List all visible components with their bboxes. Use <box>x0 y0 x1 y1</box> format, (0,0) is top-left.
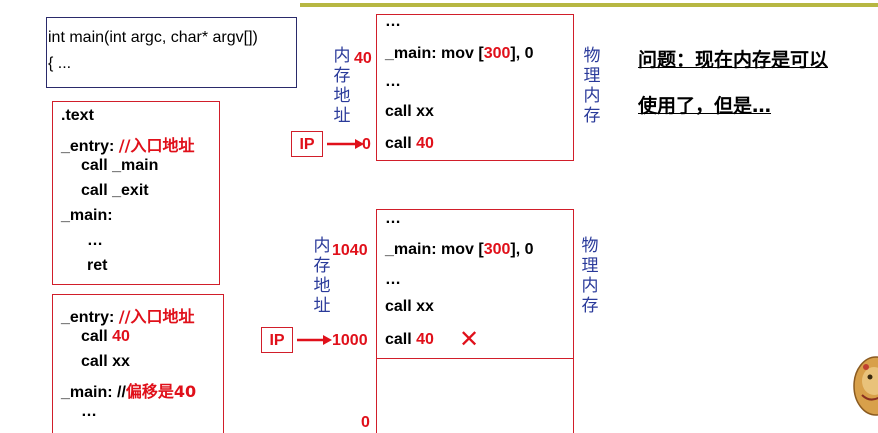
signature-line-1: int main(int argc, char* argv[]) <box>48 29 258 46</box>
memory-row: _main: mov [300], 0 <box>385 241 534 258</box>
cross-icon: ✕ <box>459 325 480 353</box>
question-line-2: 使用了，但是… <box>638 95 772 117</box>
code-line: ret <box>87 257 108 274</box>
code-box-text-section: .text _entry: //入口地址 call _main call _ex… <box>52 101 220 285</box>
code-box-entry-offset: _entry: //入口地址 call 40 call xx _main: //… <box>52 294 224 433</box>
code-line: call xx <box>81 353 130 370</box>
code-line: … <box>81 403 97 420</box>
ip-register: IP <box>291 131 323 157</box>
memory-row: call xx <box>385 298 434 315</box>
code-line: call _exit <box>81 182 149 199</box>
memory-address-label: 内存地址 <box>333 46 351 125</box>
code-line: … <box>87 232 103 249</box>
code-line: _entry: //入口地址 <box>61 307 195 326</box>
ip-arrow-icon <box>327 139 364 149</box>
physical-memory-block-2: … _main: mov [300], 0 … call xx call 40 … <box>376 209 574 433</box>
code-line: .text <box>61 107 94 124</box>
memory-row: … <box>385 13 401 30</box>
memory-row: _main: mov [300], 0 <box>385 45 534 62</box>
physical-memory-block-1: … _main: mov [300], 0 … call xx call 40 <box>376 13 574 161</box>
ip-arrow-icon <box>297 335 332 345</box>
address-0: 0 <box>362 136 371 153</box>
code-line: call 40 <box>81 328 130 345</box>
code-line: call _main <box>81 157 159 174</box>
memory-row: call xx <box>385 103 434 120</box>
memory-row: … <box>385 73 401 90</box>
main-signature-box: int main(int argc, char* argv[]) { ... <box>46 17 297 88</box>
code-line: _main: <box>61 207 113 224</box>
signature-line-2: { ... <box>48 55 72 72</box>
address-40: 40 <box>354 50 372 67</box>
physical-memory-label: 物理内存 <box>581 236 599 315</box>
address-1000: 1000 <box>332 332 368 349</box>
code-line: _entry: //入口地址 <box>61 136 195 155</box>
memory-row: call 40 <box>385 331 434 348</box>
memory-row: … <box>385 210 401 227</box>
memory-address-label: 内存地址 <box>313 236 331 315</box>
memory-row: … <box>385 271 401 288</box>
ip-register: IP <box>261 327 293 353</box>
physical-memory-label: 物理内存 <box>583 46 601 125</box>
code-line: _main: //偏移是40 <box>61 382 197 401</box>
question-line-1: 问题：现在内存是可以 <box>638 49 829 71</box>
address-0: 0 <box>361 414 370 431</box>
memory-divider <box>377 358 573 359</box>
top-rule <box>300 3 878 7</box>
memory-row: call 40 <box>385 135 434 152</box>
decorative-mascot-icon <box>853 356 878 416</box>
address-1040: 1040 <box>332 242 368 259</box>
